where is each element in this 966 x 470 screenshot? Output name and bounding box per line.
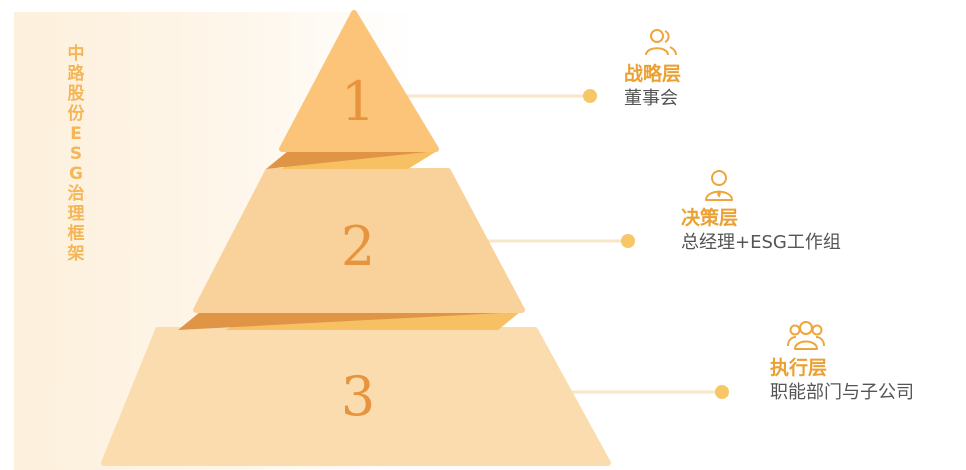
user-group-icon [787,321,825,350]
tier2-block [193,168,525,313]
framework-title-char: 框 [67,224,85,244]
framework-title-char: 股 [67,84,85,104]
tier3-label: 执行层 职能部门与子公司 [770,318,914,406]
tier1-label: 战略层 董事会 [624,26,681,112]
framework-title-char: 理 [67,204,85,224]
user-tie-icon [705,170,733,201]
tier2-name: 决策层 [681,207,739,229]
framework-title-char: G [69,164,83,184]
tier1-description: 董事会 [624,88,678,109]
tier1-connector-dot [583,89,597,103]
users-icon [645,29,677,56]
tier1-name: 战略层 [624,63,682,85]
tier3-connector-dot [715,385,729,399]
tier1-block [279,10,439,152]
tier2-label: 决策层 总经理+ESG工作组 [681,168,841,256]
framework-title-char: 中 [67,44,85,64]
fold-1-2-dark [266,151,437,169]
framework-title-char: S [69,144,83,164]
framework-title-char: 份 [67,104,85,124]
framework-title-char: 治 [67,184,85,204]
framework-title-char: 架 [67,244,85,264]
framework-title-char: E [70,124,82,144]
tier2-description: 总经理+ESG工作组 [681,232,841,253]
framework-title-char: 路 [67,64,85,84]
tier3-description: 职能部门与子公司 [770,382,914,403]
tier3-name: 执行层 [770,357,828,379]
tier2-number: 2 [340,215,376,278]
tier3-number: 3 [340,365,376,428]
tier1-number: 1 [340,70,376,133]
fold-2-3-dark [178,312,520,330]
framework-title: 中 路 股 份 E S G 治 理 框 架 [60,44,92,264]
tier2-connector-dot [621,234,635,248]
